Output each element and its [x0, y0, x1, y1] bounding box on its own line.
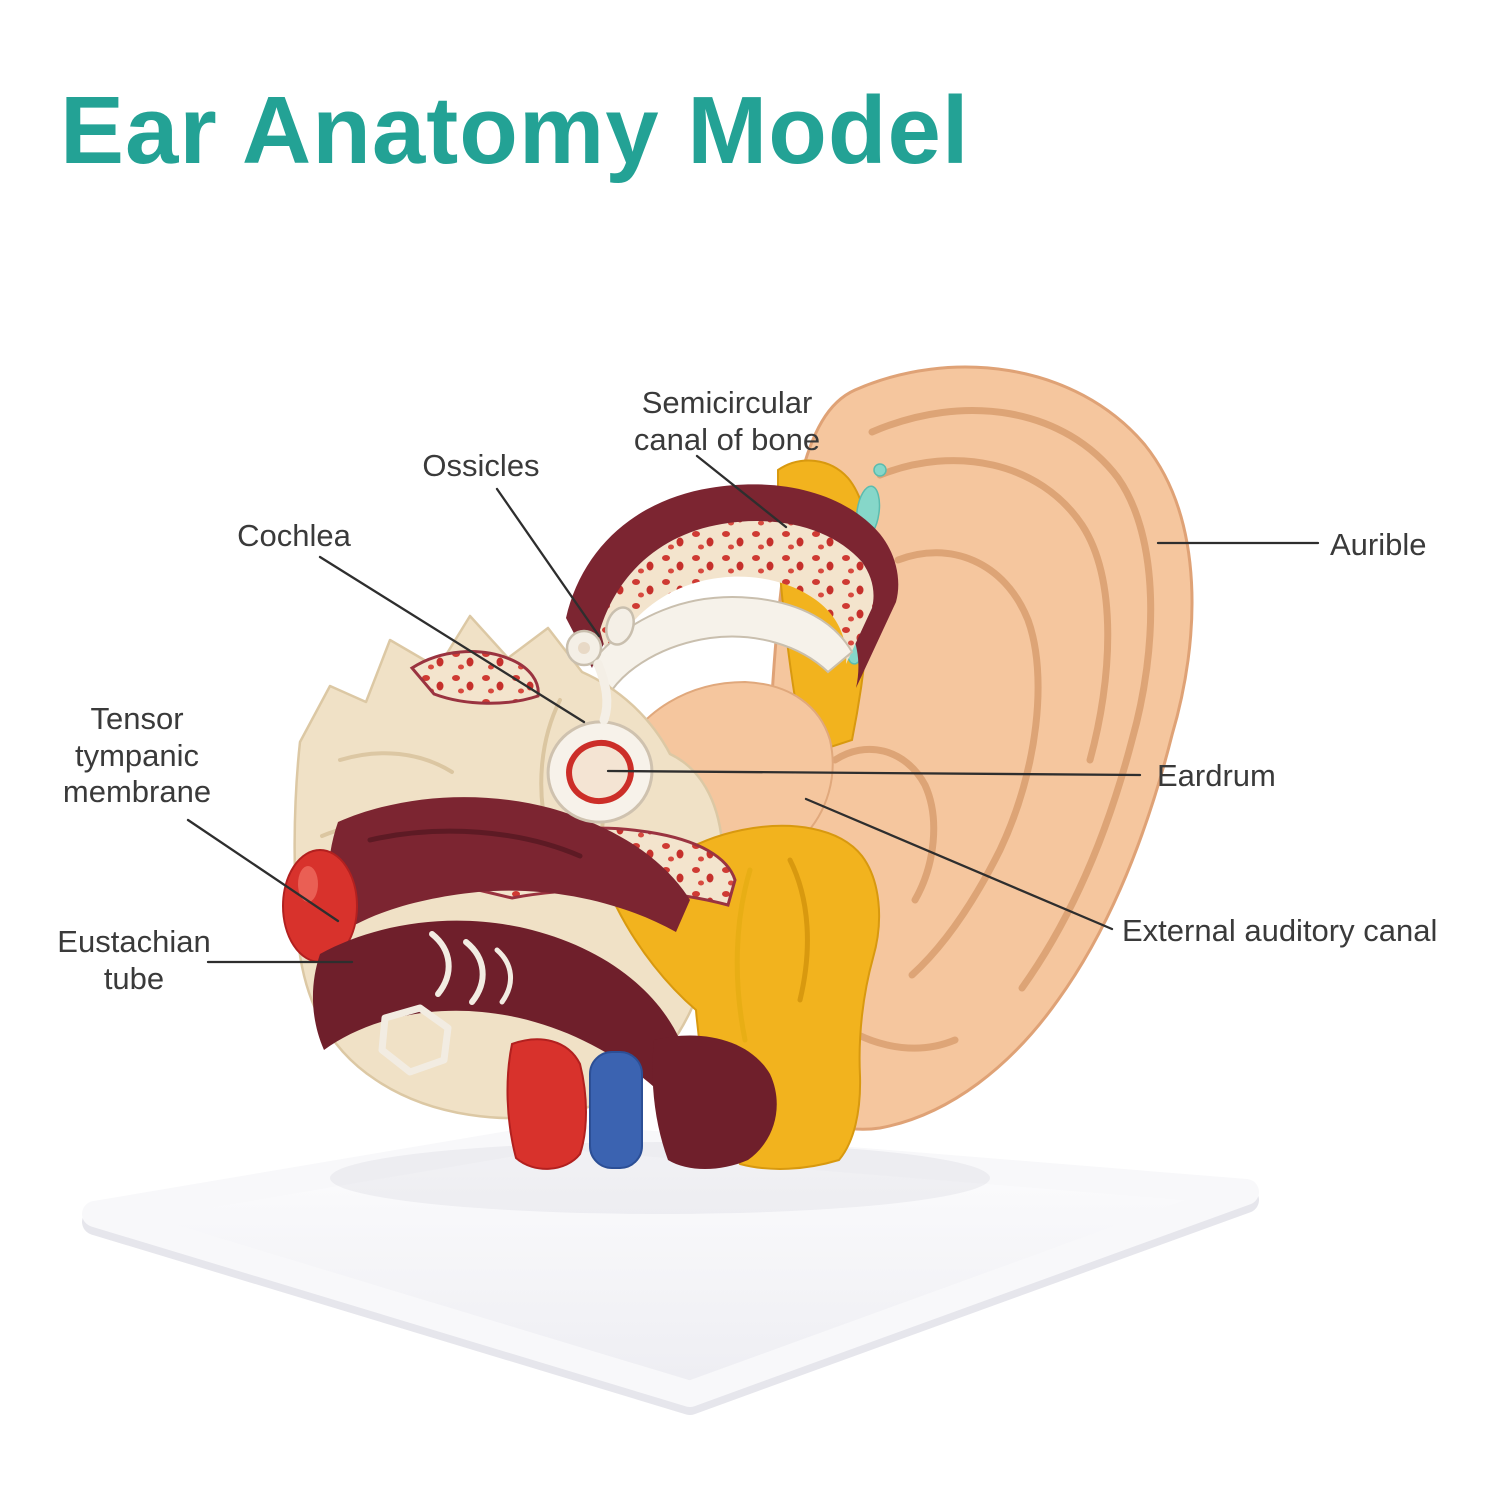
- label-line: tympanic: [74, 737, 200, 773]
- ossicles-bones: [565, 606, 635, 725]
- label-line: Eardrum: [1157, 758, 1276, 793]
- semicircular-canal-shape: [590, 596, 854, 692]
- leader-ossicles: [495, 487, 601, 638]
- leader-semicircular-canal: [695, 454, 788, 529]
- label-line: External auditory canal: [1122, 913, 1438, 948]
- leader-lines: [186, 454, 1320, 964]
- label-line: Ossicles: [422, 448, 540, 483]
- label-line: tube: [103, 960, 165, 996]
- speckled-patch: [409, 650, 540, 705]
- label-line: Eustachian: [57, 924, 211, 959]
- temporal-bone-arc: [566, 484, 899, 688]
- label-line: membrane: [62, 774, 212, 810]
- label-external-auditory-canal: External auditory canal: [1122, 913, 1437, 950]
- red-structure: [506, 1038, 587, 1170]
- page-title: Ear Anatomy Model: [60, 77, 970, 184]
- leader-tensor-tympanic: [186, 818, 340, 923]
- eustachian-muscle-band: [312, 920, 680, 1094]
- label-cochlea: Cochlea: [237, 518, 351, 555]
- eardrum-ring: [546, 720, 654, 824]
- label-line: Cochlea: [237, 518, 351, 553]
- label-line: canal of bone: [633, 421, 821, 457]
- leader-cochlea: [318, 555, 586, 724]
- label-eustachian-tube: Eustachian tube: [57, 924, 210, 997]
- tensor-muscle-band: [327, 797, 690, 938]
- label-line: Tensor: [90, 701, 184, 736]
- blue-structure: [589, 1051, 643, 1169]
- label-line: Semicircular: [641, 385, 813, 420]
- label-semicircular-canal: Semicircular canal of bone: [634, 385, 820, 458]
- base-plate: [82, 1123, 1259, 1415]
- leader-external-auditory-canal: [804, 797, 1114, 931]
- label-tensor-tympanic-membrane: Tensor tympanic membrane: [63, 701, 211, 811]
- helix-folds: [818, 407, 1155, 1052]
- label-eardrum: Eardrum: [1157, 758, 1276, 795]
- label-aurible: Aurible: [1330, 527, 1427, 564]
- label-ossicles: Ossicles: [422, 448, 539, 485]
- label-line: Aurible: [1330, 527, 1427, 562]
- leader-eardrum: [606, 769, 1142, 777]
- maroon-structure: [652, 1035, 777, 1169]
- model-shadow: [330, 1142, 990, 1214]
- bottom-structures: [506, 1035, 777, 1170]
